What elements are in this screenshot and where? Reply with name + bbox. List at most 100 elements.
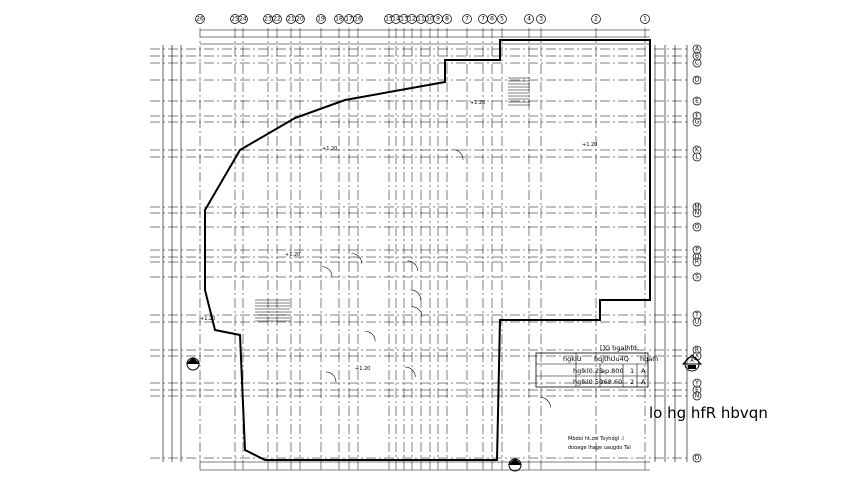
- schedule-cell: r68.60: [601, 378, 622, 386]
- grid-bubble-label: T: [694, 312, 699, 319]
- grid-bubble-label: 14: [392, 16, 400, 23]
- grid-bubble-label: E: [695, 98, 699, 105]
- grid-bubble-label: 23: [264, 16, 272, 23]
- grid-bubble-label: 7: [465, 16, 469, 23]
- level-mark: +1.20: [200, 316, 215, 322]
- grid-bubble-label: P: [695, 247, 699, 254]
- grid-bubble: 8: [442, 14, 452, 24]
- grid-bubble-label: 15: [385, 16, 393, 23]
- grid-bubble: 25: [230, 14, 240, 24]
- grid-bubble: 12: [407, 14, 417, 24]
- grid-bubble-label: 11: [417, 16, 425, 23]
- grid-bubble: 1: [640, 14, 650, 24]
- grid-bubble-label: C: [695, 60, 699, 67]
- grid-bubble-label: 18: [335, 16, 343, 23]
- level-mark: +1.20: [470, 100, 485, 106]
- grid-bubble-label: S: [695, 274, 699, 281]
- grid-bubble-circle: [692, 58, 702, 68]
- grid-bubble: 22: [272, 14, 282, 24]
- grid-bubble: 3: [536, 14, 546, 24]
- grid-bubble-label: G: [695, 119, 700, 126]
- grid-bubble-label: 19: [317, 16, 325, 23]
- grid-bubble: N: [692, 391, 702, 401]
- grid-bubble: 13: [399, 14, 409, 24]
- grid-bubble-circle: [536, 14, 546, 24]
- grid-bubble-circle: [692, 257, 702, 267]
- grid-bubble-label: 13: [400, 16, 408, 23]
- grid-bubble-circle: [692, 272, 702, 282]
- schedule-col: hgalh: [640, 355, 658, 363]
- grid-bubble: E: [692, 96, 702, 106]
- grid-bubble-label: 26: [196, 16, 204, 23]
- grid-bubble-label: 3: [539, 16, 543, 23]
- grid-bubble: 2: [591, 14, 601, 24]
- bottom-note: dooage lhage uaugdo Tal: [568, 445, 631, 451]
- door-swing: [405, 366, 416, 378]
- grid-bubble-circle: [591, 14, 601, 24]
- level-mark: +1.20: [355, 366, 370, 372]
- grid-bubble: D: [692, 453, 702, 463]
- grid-bubble-circle: [334, 14, 344, 24]
- schedule-cell: A: [641, 367, 646, 375]
- grid-bubble: 24: [238, 14, 248, 24]
- grid-bubble: 26: [195, 14, 205, 24]
- grid-bubble-label: O: [695, 224, 700, 231]
- grid-bubble-circle: [316, 14, 326, 24]
- schedule-cell: hglkl0.50: [573, 378, 603, 386]
- grid-bubble: S: [692, 272, 702, 282]
- grid-bubble-circle: [238, 14, 248, 24]
- grid-bubble: 20: [295, 14, 305, 24]
- grid-bubble-circle: [692, 152, 702, 162]
- grid-bubble: R: [692, 257, 702, 267]
- grid-bubble-circle: [692, 317, 702, 327]
- schedule-cell: 2: [630, 378, 634, 386]
- grid-bubble: T: [692, 310, 702, 320]
- grid-bubble-circle: [497, 14, 507, 24]
- grid-bubble: 11: [416, 14, 426, 24]
- grid-bubble-label: 25: [231, 16, 239, 23]
- grid-bubble: 10: [425, 14, 435, 24]
- grid-bubble-circle: [524, 14, 534, 24]
- grid-bubble-circle: [442, 14, 452, 24]
- grid-bubble: N: [692, 208, 702, 218]
- exterior-wall: [204, 39, 651, 461]
- grid-bubble-label: 12: [408, 16, 416, 23]
- walls: [204, 39, 651, 461]
- schedule-cell: A: [641, 378, 646, 386]
- grid-bubble: 5: [497, 14, 507, 24]
- grid-bubble-label: U: [695, 319, 699, 326]
- grid-bubble: 23: [263, 14, 273, 24]
- grid-bubble: 7: [478, 14, 488, 24]
- grid-bubble-label: F: [695, 113, 699, 120]
- door-swing: [540, 397, 551, 408]
- grid-bubble-circle: [692, 208, 702, 218]
- grid-bubble-label: 8: [445, 16, 449, 23]
- grid-bubble: 14: [391, 14, 401, 24]
- grid-bubble-label: 5: [500, 16, 504, 23]
- grid-bubble-label: 24: [239, 16, 247, 23]
- dimension-lines: [162, 29, 688, 471]
- grid-bubble: 9: [433, 14, 443, 24]
- grid-bubble-label: R: [695, 259, 699, 266]
- grid-bubble-circle: [487, 14, 497, 24]
- grid-bubble-label: Y: [694, 380, 699, 387]
- grid-bubble-label: 4: [527, 16, 531, 23]
- door-swing: [407, 260, 418, 271]
- grid-bubble-label: Q: [695, 254, 700, 261]
- level-marks: +1.20 +1.20 +1.20 +1.20 +1.20 +1.20: [200, 100, 597, 372]
- grid-bubble-label: 2: [594, 16, 598, 23]
- grid-bubble-circle: [692, 391, 702, 401]
- grid-bubble: 4: [524, 14, 534, 24]
- grid-bubble: 18: [334, 14, 344, 24]
- door-swing: [325, 371, 337, 382]
- section-marker-icon: A: [681, 354, 703, 372]
- grid-bubble-label: 16: [354, 16, 362, 23]
- grid-bubble: 16: [353, 14, 363, 24]
- grid-bubble-label: E: [695, 387, 699, 394]
- grid-bubble-label: 9: [436, 16, 440, 23]
- grid-bubble: U: [692, 317, 702, 327]
- door-swing: [410, 289, 422, 300]
